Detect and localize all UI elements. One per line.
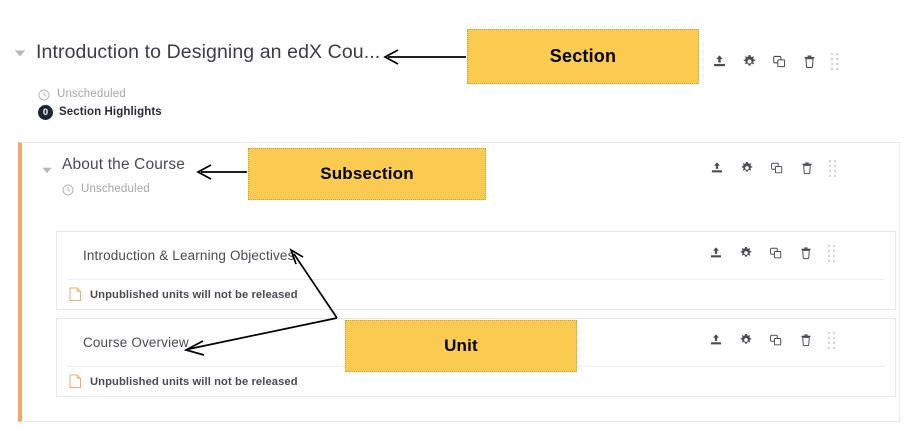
publish-icon[interactable]: [701, 240, 731, 266]
gear-icon[interactable]: [731, 327, 761, 353]
unit-actions: [701, 327, 841, 353]
unit-status-text: Unpublished units will not be released: [90, 288, 298, 301]
unit-title[interactable]: Introduction & Learning Objectives: [83, 248, 295, 263]
subsection-title[interactable]: About the Course: [62, 156, 186, 173]
section-header[interactable]: Introduction to Designing an edX Cou...: [0, 38, 919, 66]
trash-icon[interactable]: [791, 327, 821, 353]
callout-section: Section: [467, 29, 699, 84]
section-meta: Unscheduled 0 Section Highlights: [38, 87, 438, 123]
gear-icon[interactable]: [732, 155, 762, 181]
subsection-actions: [702, 155, 842, 181]
file-icon: [69, 374, 82, 389]
unit-actions: [701, 240, 841, 266]
trash-icon[interactable]: [792, 155, 822, 181]
unit-card[interactable]: Introduction & Learning Objectives Unpub…: [56, 231, 896, 310]
drag-handle-icon[interactable]: [821, 240, 841, 266]
copy-icon[interactable]: [764, 48, 794, 74]
unit-status: Unpublished units will not be released: [69, 374, 298, 389]
section-schedule-label: Unscheduled: [57, 88, 126, 100]
chevron-down-icon[interactable]: [41, 163, 53, 175]
copy-icon[interactable]: [762, 155, 792, 181]
drag-handle-icon[interactable]: [824, 48, 844, 74]
gear-icon[interactable]: [731, 240, 761, 266]
drag-handle-icon[interactable]: [821, 327, 841, 353]
copy-icon[interactable]: [761, 240, 791, 266]
subsection-header[interactable]: About the Course Unscheduled: [22, 143, 899, 205]
chevron-down-icon[interactable]: [13, 46, 27, 60]
gear-icon[interactable]: [734, 48, 764, 74]
section-block: Introduction to Designing an edX Cou... …: [0, 38, 919, 120]
callout-subsection: Subsection: [248, 148, 486, 200]
unit-title[interactable]: Course Overview: [83, 335, 189, 350]
divider: [67, 279, 885, 280]
copy-icon[interactable]: [761, 327, 791, 353]
section-highlights-row[interactable]: 0 Section Highlights: [38, 105, 438, 120]
section-title[interactable]: Introduction to Designing an edX Cou...: [36, 41, 381, 63]
clock-icon: [38, 89, 50, 101]
drag-handle-icon[interactable]: [822, 155, 842, 181]
trash-icon[interactable]: [794, 48, 824, 74]
section-actions: [704, 48, 844, 74]
publish-icon[interactable]: [702, 155, 732, 181]
file-icon: [69, 287, 82, 302]
unit-status-text: Unpublished units will not be released: [90, 375, 298, 388]
trash-icon[interactable]: [791, 240, 821, 266]
subsection-schedule-label: Unscheduled: [81, 183, 150, 195]
publish-icon[interactable]: [701, 327, 731, 353]
unit-status: Unpublished units will not be released: [69, 287, 298, 302]
section-schedule-row: Unscheduled: [38, 87, 438, 102]
callout-unit: Unit: [345, 320, 577, 372]
status-badge: 0: [38, 105, 53, 120]
publish-icon[interactable]: [704, 48, 734, 74]
clock-icon: [62, 183, 74, 196]
section-highlights-label[interactable]: Section Highlights: [59, 106, 162, 118]
subsection-meta: Unscheduled: [62, 183, 150, 196]
